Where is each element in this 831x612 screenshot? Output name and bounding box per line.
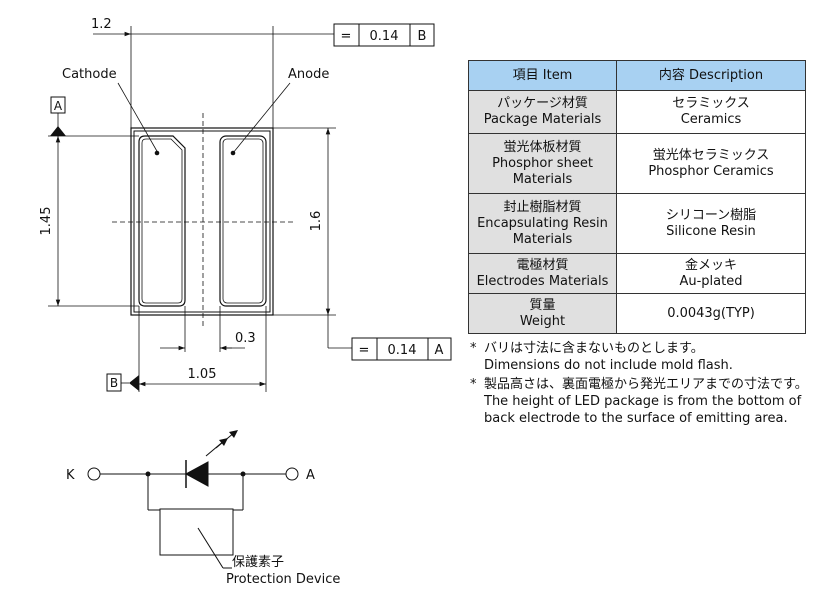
note-line: 製品高さは、裏面電極から発光エリアまでの寸法です。	[484, 377, 808, 392]
cathode-dot	[154, 150, 160, 156]
cathode-leader	[117, 82, 159, 154]
table-row: 質量 Weight 0.0043g(TYP)	[468, 293, 806, 334]
anode-pad	[219, 135, 267, 307]
cathode-pad	[138, 135, 186, 307]
bottom-dimension-label: 1.05	[188, 367, 217, 382]
cathode-label: Cathode	[62, 67, 117, 82]
top-dimension-label: 1.2	[91, 17, 112, 32]
row-phosphor-description: 蛍光体セラミックス Phosphor Ceramics	[616, 133, 806, 194]
anode-leader	[232, 82, 291, 154]
pad-gap-dimension	[160, 306, 245, 352]
package-body	[130, 127, 274, 316]
tolerance-right-symbol: =	[359, 343, 370, 358]
note-mold-flash: * バリは寸法に含まないものとします。 Dimensions do not in…	[470, 340, 808, 374]
pad-gap-label: 0.3	[235, 331, 256, 346]
row-package-item: パッケージ材質 Package Materials	[468, 90, 617, 134]
tolerance-top-symbol: =	[341, 29, 352, 44]
note-line: The height of LED package is from the bo…	[484, 394, 802, 409]
spec-table: 項目 Item 内容 Description パッケージ材質 Package M…	[468, 60, 806, 334]
header-description: 内容 Description	[616, 60, 806, 91]
k-terminal-label: K	[66, 468, 75, 483]
tolerance-top-datum: B	[418, 29, 427, 44]
table-row: パッケージ材質 Package Materials セラミックス Ceramic…	[468, 90, 806, 134]
protection-device-box	[159, 508, 234, 556]
emission-arrow-1	[219, 438, 228, 446]
row-weight-description: 0.0043g(TYP)	[616, 293, 806, 334]
right-dimension	[273, 127, 352, 349]
top-dimension	[93, 26, 334, 128]
a-terminal	[285, 467, 299, 481]
left-dimension-label: 1.45	[39, 207, 54, 236]
junction-right	[240, 471, 246, 477]
note-line: back electrode to the surface of emittin…	[484, 411, 788, 426]
row-weight-item: 質量 Weight	[468, 293, 617, 334]
datum-b-label: B	[110, 376, 118, 390]
table-row: 封止樹脂材質 Encapsulating Resin Materials シリコ…	[468, 193, 806, 254]
led-triangle	[184, 461, 209, 487]
note-star: *	[470, 341, 477, 356]
row-resin-description: シリコーン樹脂 Silicone Resin	[616, 193, 806, 254]
a-terminal-label: A	[306, 468, 315, 483]
note-line: Dimensions do not include mold flash.	[484, 358, 733, 373]
protection-device-en: Protection Device	[226, 572, 340, 587]
row-electrode-description: 金メッキ Au-plated	[616, 253, 806, 294]
tolerance-frame-right: = 0.14 A	[351, 337, 452, 361]
table-row: 蛍光体板材質 Phosphor sheet Materials 蛍光体セラミック…	[468, 133, 806, 194]
note-package-height: * 製品高さは、裏面電極から発光エリアまでの寸法です。 The height o…	[470, 376, 808, 427]
tolerance-right-value: 0.14	[388, 343, 417, 358]
center-lines	[112, 113, 293, 328]
datum-b-marker: B	[106, 373, 139, 392]
emission-arrow-2	[229, 430, 238, 438]
circuit-diagram	[87, 431, 299, 569]
protection-device-jp: 保護素子	[232, 554, 284, 570]
left-dimension	[48, 135, 139, 307]
datum-a-label: A	[54, 99, 63, 113]
note-star: *	[470, 377, 477, 392]
right-dimension-label: 1.6	[309, 211, 324, 232]
cathode-pad-inner	[141, 138, 183, 304]
row-package-description: セラミックス Ceramics	[616, 90, 806, 134]
table-row: 電極材質 Electrodes Materials 金メッキ Au-plated	[468, 253, 806, 294]
tolerance-right-datum: A	[435, 343, 444, 358]
notes: * バリは寸法に含まないものとします。 Dimensions do not in…	[470, 340, 808, 429]
anode-pad-inner	[222, 138, 264, 304]
tolerance-top-value: 0.14	[370, 29, 399, 44]
row-resin-item: 封止樹脂材質 Encapsulating Resin Materials	[468, 193, 617, 254]
datum-a-marker: A	[50, 96, 66, 136]
table-header-row: 項目 Item 内容 Description	[468, 60, 806, 91]
anode-label: Anode	[288, 67, 329, 82]
junction-left	[145, 471, 151, 477]
tolerance-frame-top: = 0.14 B	[333, 23, 435, 47]
row-electrode-item: 電極材質 Electrodes Materials	[468, 253, 617, 294]
row-phosphor-item: 蛍光体板材質 Phosphor sheet Materials	[468, 133, 617, 194]
header-item: 項目 Item	[468, 60, 617, 91]
k-terminal	[87, 467, 101, 481]
note-line: バリは寸法に含まないものとします。	[484, 341, 704, 356]
